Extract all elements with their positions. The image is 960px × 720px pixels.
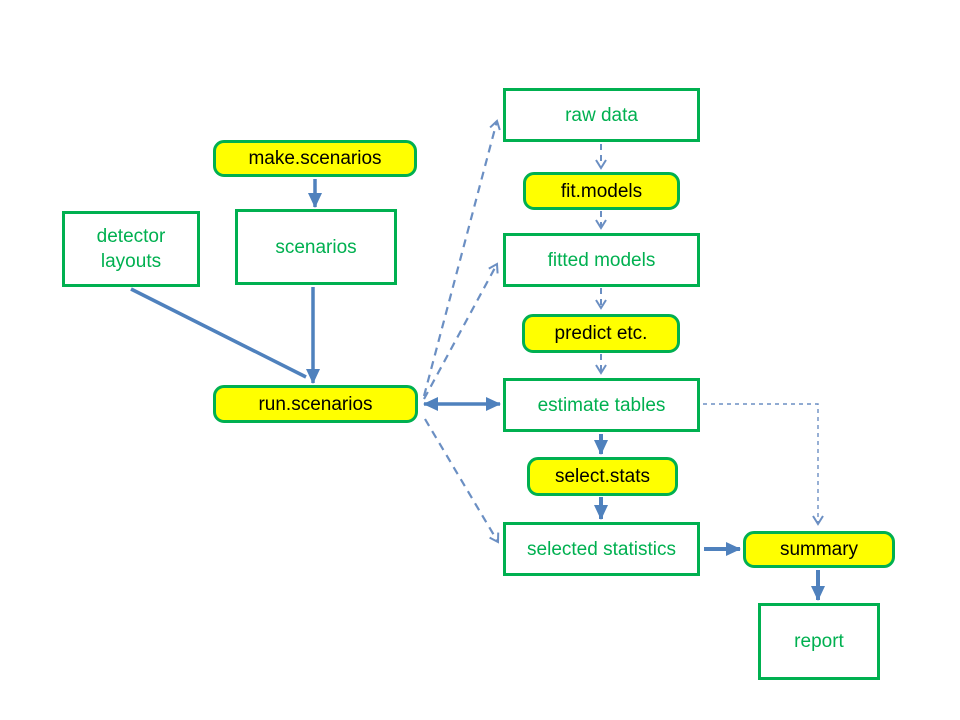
node-raw-data: raw data <box>503 88 700 142</box>
node-fit-models-label: fit.models <box>560 180 643 202</box>
node-make-scenarios: make.scenarios <box>213 140 417 177</box>
node-predict-etc-label: predict etc. <box>554 323 648 344</box>
node-fitted-models-label: fitted models <box>547 249 656 271</box>
edge-run-scenarios-to-selected-statistics <box>424 418 500 544</box>
node-select-stats-label: select.stats <box>554 466 651 487</box>
node-scenarios-label: scenarios <box>275 236 357 258</box>
node-selected-statistics-label: selected statistics <box>527 538 676 560</box>
edge-run-scenarios-to-fitted-models <box>423 262 499 400</box>
node-scenarios: scenarios <box>235 209 397 285</box>
node-summary: summary <box>743 531 895 568</box>
node-run-scenarios-label: run.scenarios <box>258 393 373 415</box>
node-report-label: report <box>794 631 844 652</box>
node-raw-data-label: raw data <box>565 104 638 126</box>
node-report: report <box>758 603 880 680</box>
node-estimate-tables-label: estimate tables <box>537 394 666 416</box>
node-run-scenarios: run.scenarios <box>213 385 418 423</box>
node-make-scenarios-label: make.scenarios <box>248 148 382 169</box>
edge-run-scenarios-to-raw-data <box>422 119 501 397</box>
node-fit-models: fit.models <box>523 172 680 210</box>
node-selected-statistics: selected statistics <box>503 522 700 576</box>
node-summary-label: summary <box>779 539 859 560</box>
node-detector-layouts-label: detector layouts <box>96 226 166 272</box>
node-select-stats: select.stats <box>527 457 678 496</box>
edge-detector-layouts-to-run-scenarios <box>130 287 307 379</box>
node-predict-etc: predict etc. <box>522 314 680 353</box>
edge-estimate-tables-to-summary <box>703 403 824 526</box>
node-estimate-tables: estimate tables <box>503 378 700 432</box>
node-detector-layouts: detector layouts <box>62 211 200 287</box>
node-fitted-models: fitted models <box>503 233 700 287</box>
